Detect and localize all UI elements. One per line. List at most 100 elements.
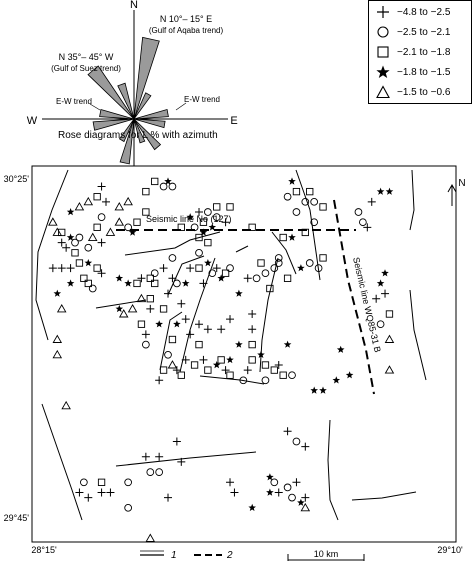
data-point-plus — [301, 442, 310, 451]
data-point-plus — [195, 320, 204, 329]
fault-line — [271, 231, 297, 275]
rose-west-label: W — [27, 115, 38, 127]
data-point-plus — [181, 315, 190, 324]
fault-line — [351, 491, 417, 501]
fault-lines — [35, 169, 427, 521]
data-point-square — [195, 233, 203, 242]
data-point-square — [248, 356, 256, 364]
data-point-plus — [48, 264, 57, 273]
rose-petal — [133, 118, 162, 151]
rose-east-label: E — [230, 115, 237, 127]
data-point-square — [319, 203, 327, 211]
fault-line — [35, 169, 69, 341]
data-point-circle — [155, 468, 164, 476]
data-point-square — [195, 264, 203, 272]
data-point-star — [345, 371, 354, 379]
data-point-star — [226, 355, 234, 364]
rose-petal — [133, 118, 166, 129]
data-point-triangle — [123, 196, 133, 206]
data-point-plus — [97, 269, 106, 278]
data-point-circle — [292, 208, 301, 216]
data-point-plus — [57, 238, 66, 247]
data-point-star — [212, 361, 221, 369]
data-point-plus — [106, 488, 115, 497]
data-points — [48, 177, 395, 542]
data-point-plus — [243, 366, 252, 375]
data-point-square — [217, 356, 225, 364]
data-point-plus — [301, 493, 310, 502]
data-point-circle — [97, 213, 106, 221]
data-point-plus — [57, 264, 66, 273]
data-point-circle — [310, 197, 319, 206]
data-point-star — [115, 304, 124, 313]
fault-line — [167, 255, 205, 296]
data-point-circle — [146, 468, 155, 476]
data-point-plus — [199, 355, 208, 364]
data-point-circle — [261, 376, 270, 385]
data-point-square — [248, 223, 256, 231]
star-icon — [376, 65, 390, 78]
data-point-square — [146, 295, 154, 303]
data-point-circle — [314, 264, 323, 272]
data-point-triangle — [136, 293, 147, 303]
fault-line — [115, 451, 257, 467]
data-point-star — [376, 187, 385, 195]
data-point-triangle — [167, 360, 178, 369]
legend-item: −2.5 to −2.1 — [375, 24, 450, 40]
data-point-circle — [142, 340, 150, 349]
data-point-star — [164, 177, 172, 185]
data-point-square — [270, 366, 278, 374]
data-point-circle — [124, 223, 132, 232]
data-point-square — [226, 203, 234, 211]
data-point-plus — [195, 208, 204, 217]
data-point-triangle — [105, 227, 116, 236]
data-point-square — [151, 279, 159, 288]
data-point-circle — [274, 254, 283, 262]
data-point-plus — [172, 437, 181, 446]
data-point-circle — [208, 269, 217, 278]
data-point-plus — [248, 310, 257, 319]
data-point-circle — [239, 376, 248, 385]
data-point-plus — [221, 218, 230, 227]
data-point-circle — [71, 238, 79, 247]
data-point-star — [310, 386, 318, 394]
data-point-plus — [172, 366, 181, 375]
data-point-circle — [195, 248, 203, 257]
data-point-plus — [155, 376, 164, 385]
data-point-plus — [97, 238, 106, 247]
data-point-star — [283, 340, 292, 348]
rose-petal — [87, 65, 135, 120]
data-point-plus — [372, 294, 381, 303]
fault-line — [41, 403, 83, 521]
data-point-square — [146, 274, 154, 282]
data-point-circle — [190, 223, 199, 232]
data-point-star — [266, 473, 274, 481]
rose-petal — [133, 36, 160, 120]
data-point-star — [173, 320, 181, 328]
x-tick-right: 29°10' — [437, 545, 463, 555]
data-point-circle — [274, 259, 283, 267]
data-point-plus — [274, 361, 283, 370]
data-point-square — [306, 187, 314, 196]
data-point-plus — [292, 478, 301, 487]
data-point-square — [142, 208, 150, 216]
legend-line-1-label: 1 — [171, 550, 177, 561]
data-point-square — [266, 284, 274, 293]
data-point-circle — [292, 437, 301, 446]
legend-item-label: −1.5 to −0.6 — [397, 86, 451, 98]
rose-ne-sublabel: (Gulf of Aqaba trend) — [149, 26, 224, 35]
data-point-square — [159, 366, 168, 374]
data-point-star — [336, 345, 345, 353]
data-point-star — [297, 264, 305, 272]
data-point-square — [199, 218, 208, 226]
data-point-square — [93, 193, 101, 201]
rose-title: Rose diagrams for L % with azimuth — [58, 130, 218, 141]
data-point-circle — [204, 208, 212, 216]
data-point-plus — [137, 274, 146, 283]
legend-item-label: −4.8 to −2.5 — [397, 6, 451, 18]
data-point-plus — [226, 478, 235, 487]
data-point-square — [151, 177, 159, 186]
data-point-square — [385, 310, 394, 318]
legend-item: −2.1 to −1.8 — [375, 44, 450, 60]
data-point-triangle — [61, 400, 71, 410]
